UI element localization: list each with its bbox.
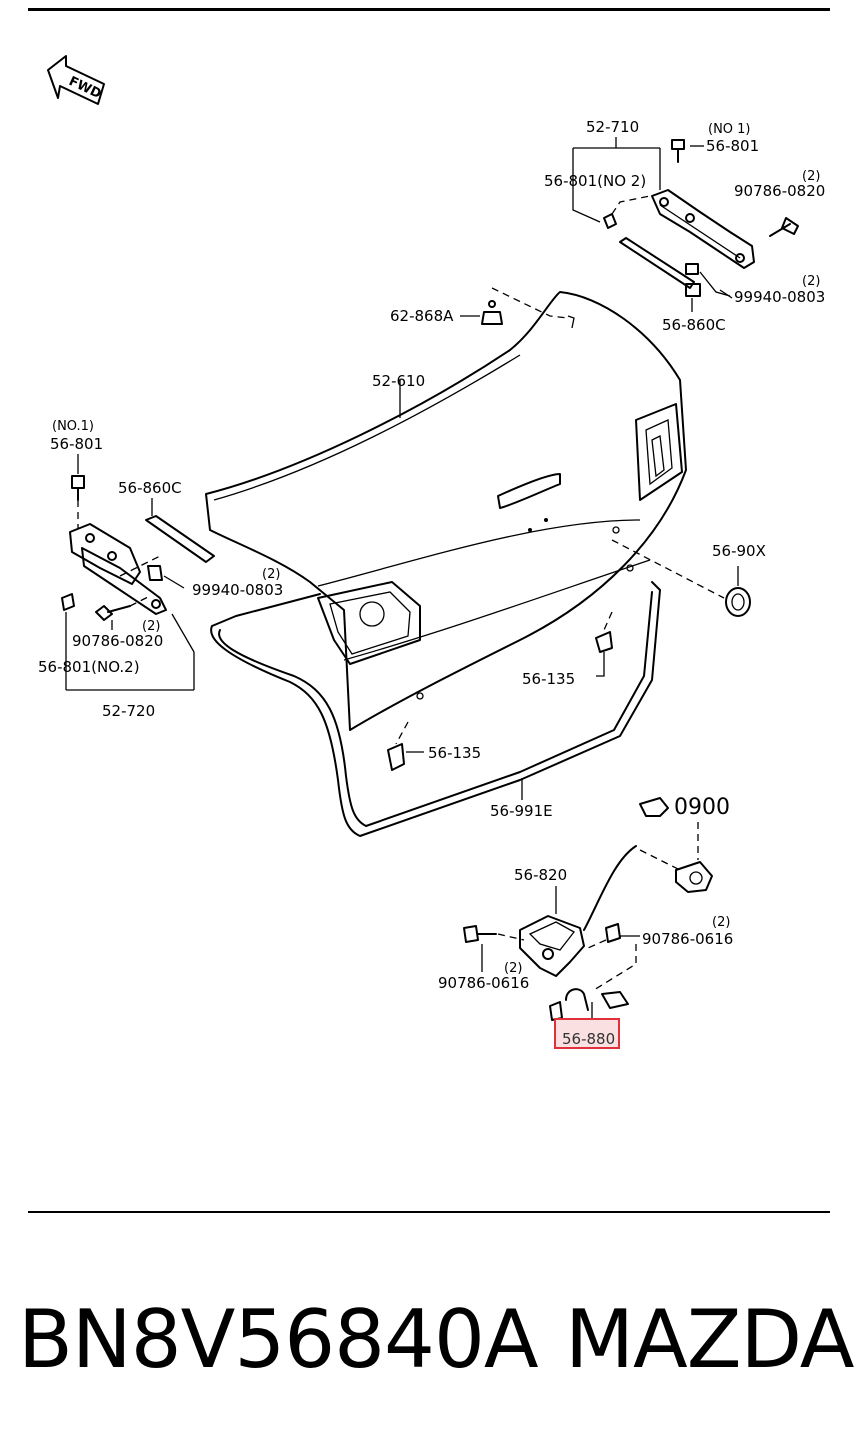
label-qty-e: (2) (712, 915, 730, 930)
label-56-801-no2-b: 56-801(NO.2) (38, 658, 140, 676)
label-qty-d: (2) (142, 619, 160, 634)
label-56-820: 56-820 (514, 866, 567, 884)
label-56-991e: 56-991E (490, 802, 553, 820)
highlight-box (554, 1018, 620, 1049)
label-56-90x: 56-90X (712, 542, 766, 560)
hinge-left-assembly (61, 454, 215, 691)
plug-56-90x (611, 539, 751, 617)
label-99940-0803-a: 99940-0803 (734, 288, 825, 306)
label-qty-a: (2) (802, 169, 820, 184)
label-qty-b: (2) (802, 274, 820, 289)
label-99940-0803-b: 99940-0803 (192, 581, 283, 599)
label-0900: 0900 (674, 795, 730, 820)
label-no1-b: (NO.1) (52, 419, 94, 434)
bottom-rule (28, 1211, 830, 1213)
label-56-801-b: 56-801 (50, 435, 103, 453)
label-56-880: 56-880 (562, 1030, 615, 1048)
label-qty-c: (2) (262, 567, 280, 582)
bumper-right (595, 611, 613, 677)
label-90786-0616-a: 90786-0616 (642, 930, 733, 948)
brand-name: MAZDA (565, 1293, 854, 1386)
label-90786-0820-b: 90786-0820 (72, 632, 163, 650)
label-qty-f: (2) (504, 961, 522, 976)
grommet (460, 287, 575, 329)
weatherstrip-seal (210, 581, 661, 837)
label-52-720: 52-720 (102, 702, 155, 720)
label-90786-0616-b: 90786-0616 (438, 974, 529, 992)
part-number: BN8V56840A (18, 1293, 539, 1386)
trunk-lid (205, 291, 687, 731)
label-62-868a: 62-868A (390, 307, 454, 325)
label-56-801-no2-a: 56-801(NO 2) (544, 172, 646, 190)
hinge-right-assembly (572, 137, 799, 312)
label-56-801-a: 56-801 (706, 137, 759, 155)
top-rule (28, 8, 830, 11)
bumper-left (387, 721, 424, 771)
label-90786-0820-a: 90786-0820 (734, 182, 825, 200)
label-56-860c-b: 56-860C (118, 479, 182, 497)
label-52-610: 52-610 (372, 372, 425, 390)
label-no1-a: (NO 1) (708, 122, 751, 137)
label-56-135-b: 56-135 (428, 744, 481, 762)
label-56-860c-a: 56-860C (662, 316, 726, 334)
fwd-arrow-icon: FWD (47, 55, 105, 105)
label-52-710: 52-710 (586, 118, 639, 136)
label-56-135-a: 56-135 (522, 670, 575, 688)
latch-assembly (463, 797, 713, 1021)
